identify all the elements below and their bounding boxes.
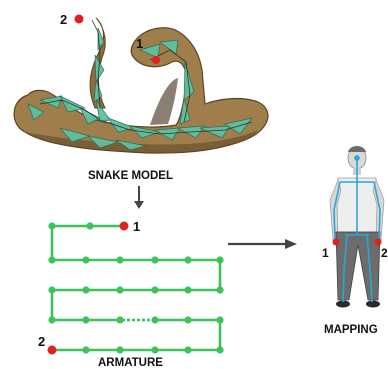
armature-head-label: 1	[133, 219, 140, 234]
armature-tail-marker	[48, 346, 57, 355]
armature-node	[116, 256, 123, 263]
snake-model-caption: SNAKE MODEL	[88, 170, 173, 182]
person-left-label: 1	[322, 246, 329, 260]
armature-node	[216, 286, 223, 293]
armature-node	[48, 316, 55, 323]
snake-inner-gap	[150, 78, 178, 125]
armature-node	[48, 222, 55, 229]
armature-path	[52, 226, 220, 350]
armature: 1 2	[38, 219, 224, 355]
armature-node	[151, 346, 158, 353]
right-arrow	[228, 239, 297, 249]
armature-node	[82, 316, 89, 323]
snake-head-label: 1	[136, 36, 143, 51]
armature-node	[116, 346, 123, 353]
armature-head-marker	[120, 222, 129, 231]
down-arrow	[134, 186, 144, 209]
armature-node	[216, 316, 223, 323]
snake-tail-label: 2	[60, 12, 67, 27]
armature-node	[184, 346, 191, 353]
snake-model: 2 1	[14, 12, 268, 153]
armature-node	[151, 316, 158, 323]
armature-node	[116, 316, 123, 323]
armature-node	[48, 256, 55, 263]
armature-node	[82, 286, 89, 293]
person-right-label: 2	[381, 246, 388, 260]
armature-caption: ARMATURE	[98, 357, 163, 369]
armature-node	[86, 222, 93, 229]
armature-node	[216, 346, 223, 353]
person-right-marker	[375, 239, 382, 246]
armature-nodes	[48, 222, 223, 353]
armature-node	[184, 316, 191, 323]
person-left-marker	[333, 239, 340, 246]
snake-head-marker	[152, 56, 160, 64]
armature-node	[184, 286, 191, 293]
armature-node	[82, 256, 89, 263]
snake-tail-marker	[75, 15, 84, 24]
armature-tail-label: 2	[38, 334, 45, 349]
mapping-caption: MAPPING	[324, 324, 378, 336]
person-figure: 1 2	[322, 146, 388, 308]
armature-node	[48, 286, 55, 293]
armature-node	[151, 286, 158, 293]
armature-node	[116, 286, 123, 293]
armature-node	[82, 346, 89, 353]
armature-node	[151, 256, 158, 263]
person-head-joint	[354, 155, 360, 161]
armature-node	[216, 256, 223, 263]
armature-node	[184, 256, 191, 263]
